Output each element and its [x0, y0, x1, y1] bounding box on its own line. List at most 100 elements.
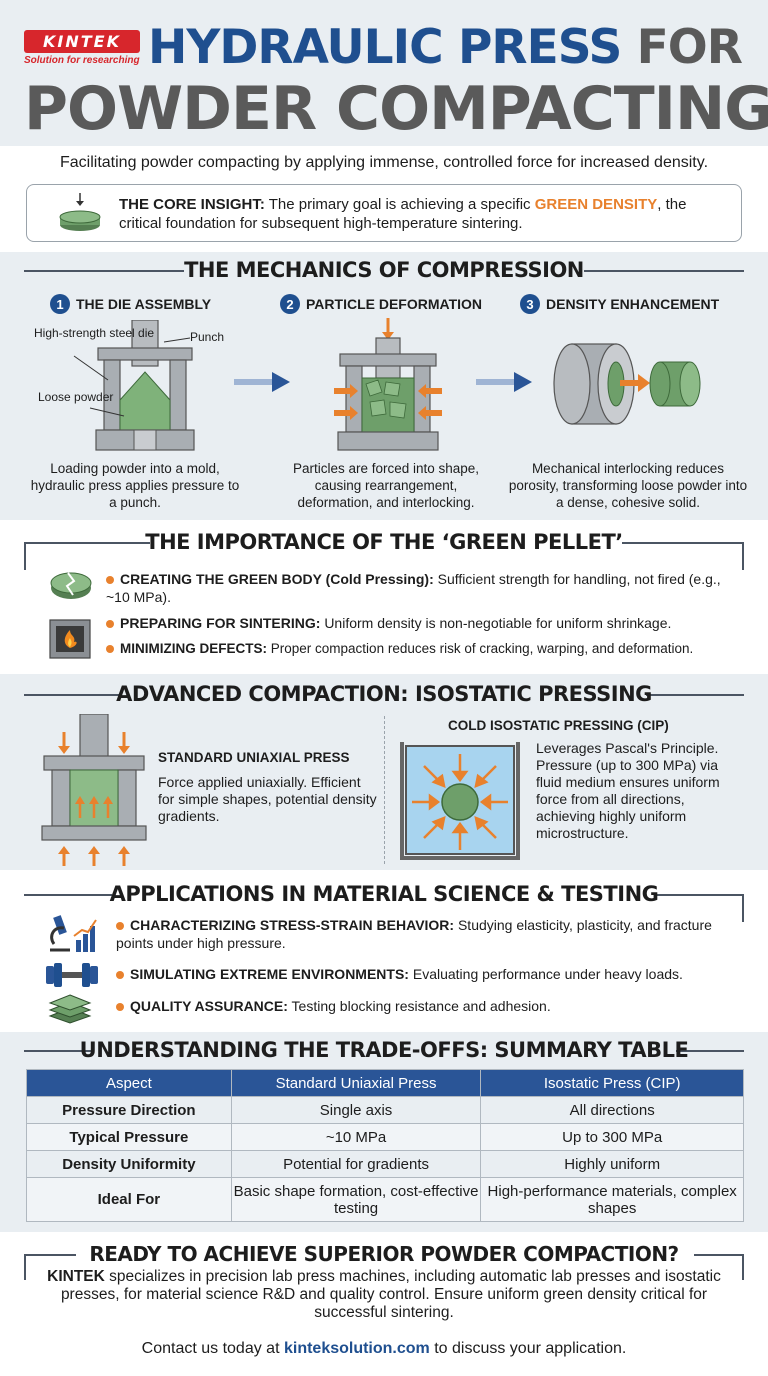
step-3-heading: 3 DENSITY ENHANCEMENT	[520, 294, 719, 314]
table-header-row: Aspect Standard Uniaxial Press Isostatic…	[26, 1069, 744, 1097]
green-item-3: MINIMIZING DEFECTS: Proper compaction re…	[106, 640, 756, 658]
isostatic-section: ADVANCED COMPACTION: ISOSTATIC PRESSING …	[0, 674, 768, 870]
green-item-2: PREPARING FOR SINTERING: Uniform density…	[106, 614, 746, 632]
cip-title: COLD ISOSTATIC PRESSING (CIP)	[448, 718, 669, 733]
table-header-cell: Standard Uniaxial Press	[230, 1069, 482, 1097]
step-3-caption: Mechanical interlocking reduces porosity…	[508, 461, 748, 510]
pellet-press-icon	[59, 193, 101, 231]
step-2-heading: 2 PARTICLE DEFORMATION	[280, 294, 482, 314]
bullet-dot	[106, 645, 114, 654]
tradeoffs-title: UNDERSTANDING THE TRADE-OFFS: SUMMARY TA…	[79, 1038, 689, 1062]
green-item-1-lead: CREATING THE GREEN BODY (Cold Pressing):	[120, 571, 434, 587]
cta-brand: KINTEK	[47, 1268, 105, 1285]
table-cell: ~10 MPa	[230, 1123, 482, 1151]
bullet-dot	[116, 971, 124, 980]
arrow-right-icon	[234, 372, 290, 392]
app-item-3-text: Testing blocking resistance and adhesion…	[291, 998, 551, 1014]
microscope-chart-icon	[50, 915, 97, 952]
bullet-dot	[106, 576, 114, 585]
step-1-title: THE DIE ASSEMBLY	[76, 296, 212, 312]
table-row: Typical Pressure ~10 MPa Up to 300 MPa	[26, 1123, 744, 1151]
contact-line: Contact us today at kinteksolution.com t…	[0, 1340, 768, 1358]
table-header-cell: Aspect	[26, 1069, 232, 1097]
header: KINTEK Solution for researching HYDRAULI…	[0, 0, 768, 146]
green-item-1: CREATING THE GREEN BODY (Cold Pressing):…	[106, 570, 726, 606]
cta-body-text: specializes in precision lab press machi…	[60, 1268, 721, 1321]
table-cell: Typical Pressure	[26, 1123, 232, 1151]
bullet-dot	[106, 620, 114, 629]
die-label-pointer	[73, 355, 109, 381]
cta-title: READY TO ACHIEVE SUPERIOR POWDER COMPACT…	[89, 1242, 679, 1266]
app-item-2-lead: SIMULATING EXTREME ENVIRONMENTS:	[130, 966, 409, 982]
website-link[interactable]: kinteksolution.com	[283, 1340, 430, 1357]
green-item-1-text: Sufficient strength for handling, not fi…	[106, 571, 721, 605]
table-cell: All directions	[480, 1096, 744, 1124]
dumbbell-icon	[46, 963, 98, 987]
green-pellet-section: THE IMPORTANCE OF THE ‘GREEN PELLET’ CRE…	[0, 524, 768, 670]
insight-text-before: The primary goal is achieving a specific	[268, 196, 531, 213]
mechanics-title: THE MECHANICS OF COMPRESSION	[184, 258, 584, 282]
cta-text: KINTEK specializes in precision lab pres…	[30, 1268, 738, 1322]
step-2-title: PARTICLE DEFORMATION	[306, 296, 483, 312]
table-cell: Potential for gradients	[230, 1150, 482, 1178]
mechanics-section: THE MECHANICS OF COMPRESSION 1 THE DIE A…	[0, 252, 768, 520]
powder-label-pointer	[89, 407, 125, 417]
bullet-dot	[116, 1003, 124, 1012]
app-item-2: SIMULATING EXTREME ENVIRONMENTS: Evaluat…	[116, 965, 746, 983]
table-row: Density Uniformity Potential for gradien…	[26, 1150, 744, 1178]
app-item-3-lead: QUALITY ASSURANCE:	[130, 998, 288, 1014]
logo-tagline: Solution for researching	[24, 55, 140, 66]
die-assembly-illustration	[95, 320, 195, 451]
step-2-number: 2	[280, 294, 300, 314]
summary-table: Aspect Standard Uniaxial Press Isostatic…	[26, 1069, 744, 1222]
logo-wordmark: KINTEK	[24, 30, 140, 53]
insight-text-after: , the critical foundation for subsequent…	[119, 196, 687, 232]
title-blue: HYDRAULIC PRESS	[148, 20, 622, 75]
table-cell: High-performance materials, complex shap…	[480, 1177, 744, 1222]
punch-label-pointer	[163, 337, 191, 343]
step-2-caption: Particles are forced into shape, causing…	[292, 461, 480, 510]
green-item-2-lead: PREPARING FOR SINTERING:	[120, 615, 321, 631]
core-insight-text: THE CORE INSIGHT: The primary goal is ac…	[119, 195, 729, 233]
app-item-2-text: Evaluating performance under heavy loads…	[412, 966, 683, 982]
subtitle: Facilitating powder compacting by applyi…	[59, 154, 709, 171]
table-cell: Single axis	[230, 1096, 482, 1124]
app-item-3: QUALITY ASSURANCE: Testing blocking resi…	[116, 997, 736, 1015]
die-label: High-strength steel die	[34, 326, 155, 340]
table-cell: Basic shape formation, cost-effective te…	[230, 1177, 482, 1222]
app-item-1-lead: CHARACTERIZING STRESS-STRAIN BEHAVIOR:	[130, 917, 455, 933]
contact-before: Contact us today at	[141, 1340, 280, 1357]
table-cell: Highly uniform	[480, 1150, 744, 1178]
green-pellet-title: THE IMPORTANCE OF THE ‘GREEN PELLET’	[145, 530, 623, 554]
density-enhancement-illustration	[553, 343, 701, 425]
step-1-heading: 1 THE DIE ASSEMBLY	[50, 294, 211, 314]
punch-label: Punch	[190, 330, 225, 344]
step-1-number: 1	[50, 294, 70, 314]
cta-section: READY TO ACHIEVE SUPERIOR POWDER COMPACT…	[0, 1236, 768, 1376]
broken-pellet-icon	[50, 572, 92, 599]
applications-section: APPLICATIONS IN MATERIAL SCIENCE & TESTI…	[0, 874, 768, 1028]
uniaxial-press-illustration	[41, 714, 147, 866]
powder-label: Loose powder	[38, 390, 114, 404]
applications-title: APPLICATIONS IN MATERIAL SCIENCE & TESTI…	[109, 882, 659, 906]
uniaxial-title: STANDARD UNIAXIAL PRESS	[158, 750, 350, 765]
bullet-dot	[116, 922, 124, 931]
table-cell: Pressure Direction	[26, 1096, 232, 1124]
table-cell: Ideal For	[26, 1177, 232, 1222]
insight-highlight: GREEN DENSITY	[534, 196, 658, 213]
green-item-3-lead: MINIMIZING DEFECTS:	[120, 641, 267, 656]
table-cell: Density Uniformity	[26, 1150, 232, 1178]
app-item-1-text: Studying elasticity, plasticity, and fra…	[116, 917, 712, 951]
furnace-icon	[49, 619, 91, 659]
uniaxial-text: Force applied uniaxially. Efficient for …	[158, 774, 377, 824]
contact-after: to discuss your application.	[434, 1340, 627, 1357]
step-1-caption: Loading powder into a mold, hydraulic pr…	[30, 461, 240, 510]
table-row: Ideal For Basic shape formation, cost-ef…	[26, 1177, 744, 1222]
title-grey: FOR	[636, 20, 743, 75]
core-insight-box: THE CORE INSIGHT: The primary goal is ac…	[26, 184, 742, 242]
kintek-logo[interactable]: KINTEK Solution for researching	[24, 30, 140, 66]
page-title-line1: HYDRAULIC PRESS FOR	[148, 20, 743, 75]
particle-deformation-illustration	[334, 318, 442, 451]
page-title-line2: POWDER COMPACTING	[24, 74, 768, 144]
step-3-number: 3	[520, 294, 540, 314]
